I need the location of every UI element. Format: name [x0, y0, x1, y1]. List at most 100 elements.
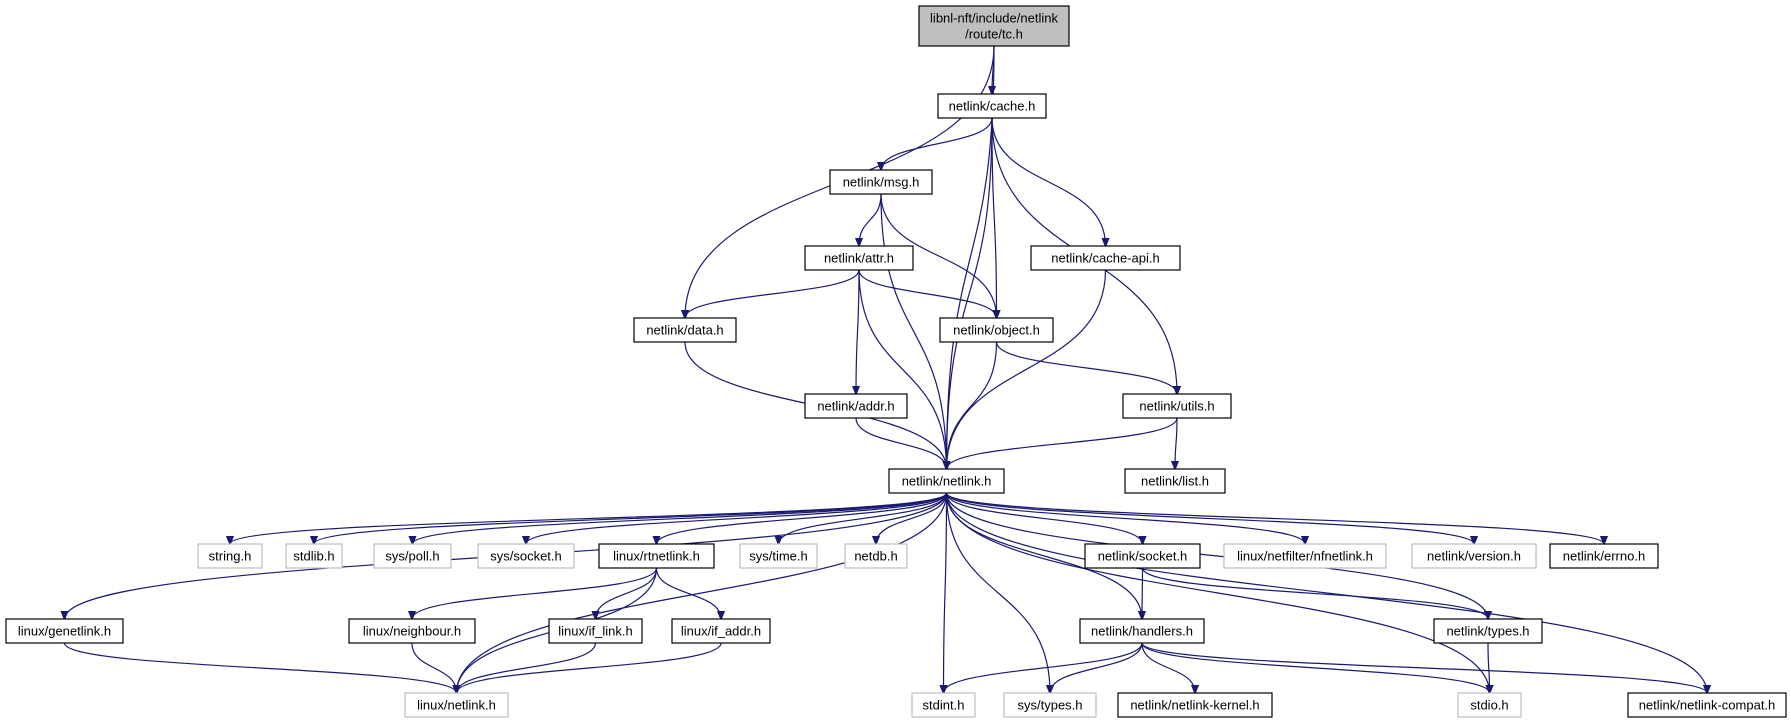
node-label: string.h: [209, 549, 252, 564]
edge-netlink-to-stdint: [944, 492, 947, 693]
node-label: netlink/netlink-compat.h: [1639, 698, 1776, 713]
edge-netlink-to-version: [945, 492, 1475, 544]
node-ifaddr[interactable]: linux/if_addr.h: [671, 618, 771, 644]
node-label: netlink/netlink.h: [902, 474, 992, 489]
node-label: netlink/errno.h: [1563, 549, 1645, 564]
node-box: [197, 543, 263, 569]
edge-netlink-to-systypes: [945, 492, 1051, 693]
node-label: sys/time.h: [749, 549, 808, 564]
node-neighbour[interactable]: linux/neighbour.h: [348, 618, 476, 644]
node-object[interactable]: netlink/object.h: [939, 317, 1054, 343]
node-label: linux/genetlink.h: [18, 624, 111, 639]
node-list[interactable]: netlink/list.h: [1124, 468, 1226, 494]
node-box: [939, 317, 1054, 343]
node-box: [671, 618, 771, 644]
node-box: [1030, 245, 1181, 271]
node-stdlib: stdlib.h: [285, 543, 343, 569]
node-socket: sys/socket.h: [477, 543, 575, 569]
node-nlsocket[interactable]: netlink/socket.h: [1084, 543, 1201, 569]
edge-utils-to-netlink: [947, 417, 1178, 469]
edge-netlink-to-nfnetlink: [945, 492, 1306, 544]
node-box: [1433, 618, 1543, 644]
node-label: linux/netlink.h: [417, 698, 496, 713]
node-string: string.h: [197, 543, 263, 569]
edge-nlsocket-to-types: [1141, 567, 1489, 619]
node-box: [1122, 393, 1232, 419]
node-iflink[interactable]: linux/if_link.h: [548, 618, 643, 644]
node-label: stdio.h: [1470, 698, 1508, 713]
edge-netlink-to-poll: [413, 492, 948, 544]
node-box: [1084, 543, 1201, 569]
node-box: [348, 618, 476, 644]
edge-netlink-to-rtnetlink: [657, 492, 948, 544]
node-stdint: stdint.h: [911, 692, 976, 718]
node-compat[interactable]: netlink/netlink-compat.h: [1627, 692, 1787, 718]
node-msg[interactable]: netlink/msg.h: [829, 169, 933, 195]
dependency-edges: [65, 45, 1708, 693]
node-box: [888, 468, 1005, 494]
node-rtnetlink[interactable]: linux/rtnetlink.h: [598, 543, 715, 569]
node-utils[interactable]: netlink/utils.h: [1122, 393, 1232, 419]
node-box: [5, 618, 124, 644]
node-linuxnetlink: linux/netlink.h: [404, 692, 509, 718]
node-box: [633, 317, 737, 343]
node-poll: sys/poll.h: [373, 543, 452, 569]
node-label: netlink/version.h: [1427, 549, 1521, 564]
edge-netlink-to-stdlib: [314, 492, 948, 544]
edge-iflink-to-linuxnetlink: [457, 642, 597, 693]
node-label: libnl-nft/include/netlink: [930, 11, 1058, 26]
node-time: sys/time.h: [739, 543, 818, 569]
node-label: netlink/addr.h: [817, 399, 894, 414]
node-box: [804, 245, 914, 271]
header-nodes: libnl-nft/include/netlink/route/tc.h netl…: [5, 5, 1787, 718]
edge-handlers-to-stdio: [1141, 642, 1490, 693]
node-cache[interactable]: netlink/cache.h: [937, 93, 1047, 119]
node-label: netlink/socket.h: [1098, 549, 1188, 564]
node-stdio: stdio.h: [1457, 692, 1522, 718]
node-label: netlink/netlink-kernel.h: [1130, 698, 1259, 713]
node-box: [1124, 468, 1226, 494]
node-box: [1411, 543, 1537, 569]
node-systypes: sys/types.h: [1003, 692, 1097, 718]
node-attr[interactable]: netlink/attr.h: [804, 245, 914, 271]
edge-netlink-to-types: [945, 492, 1489, 619]
node-types[interactable]: netlink/types.h: [1433, 618, 1543, 644]
node-label: netlink/list.h: [1141, 474, 1209, 489]
edge-handlers-to-systypes: [1050, 642, 1143, 693]
edge-rtnetlink-to-neighbour: [412, 567, 658, 619]
node-label: netlink/object.h: [953, 323, 1040, 338]
node-box: [918, 5, 1070, 47]
edge-cacheapi-to-netlink: [947, 269, 1107, 469]
node-label: netlink/types.h: [1446, 624, 1529, 639]
node-box: [937, 93, 1047, 119]
node-label: netlink/utils.h: [1139, 399, 1214, 414]
node-netlink[interactable]: netlink/netlink.h: [888, 468, 1005, 494]
node-box: [548, 618, 643, 644]
edge-attr-to-netlink: [858, 269, 947, 469]
node-errno[interactable]: netlink/errno.h: [1549, 543, 1659, 569]
edge-object-to-netlink: [947, 341, 998, 469]
node-cacheapi[interactable]: netlink/cache-api.h: [1030, 245, 1181, 271]
node-label: netlink/handlers.h: [1091, 624, 1193, 639]
node-addr[interactable]: netlink/addr.h: [804, 393, 908, 419]
node-kernel[interactable]: netlink/netlink-kernel.h: [1117, 692, 1273, 718]
edge-netlink-to-time: [779, 492, 948, 544]
node-tc[interactable]: libnl-nft/include/netlink/route/tc.h: [918, 5, 1070, 47]
node-box: [285, 543, 343, 569]
node-box: [1117, 692, 1273, 718]
node-handlers[interactable]: netlink/handlers.h: [1079, 618, 1205, 644]
node-genetlink[interactable]: linux/genetlink.h: [5, 618, 124, 644]
edge-handlers-to-compat: [1141, 642, 1707, 693]
edge-object-to-utils: [995, 341, 1178, 394]
edge-netlink-to-errno: [945, 492, 1605, 544]
edge-neighbour-to-linuxnetlink: [411, 642, 457, 693]
node-box: [477, 543, 575, 569]
node-box: [1627, 692, 1787, 718]
node-box: [1457, 692, 1522, 718]
edge-attr-to-addr: [856, 269, 859, 394]
node-label: sys/poll.h: [385, 549, 439, 564]
node-label: netlink/cache-api.h: [1051, 251, 1159, 266]
node-data[interactable]: netlink/data.h: [633, 317, 737, 343]
edge-netlink-to-compat: [945, 492, 1708, 693]
